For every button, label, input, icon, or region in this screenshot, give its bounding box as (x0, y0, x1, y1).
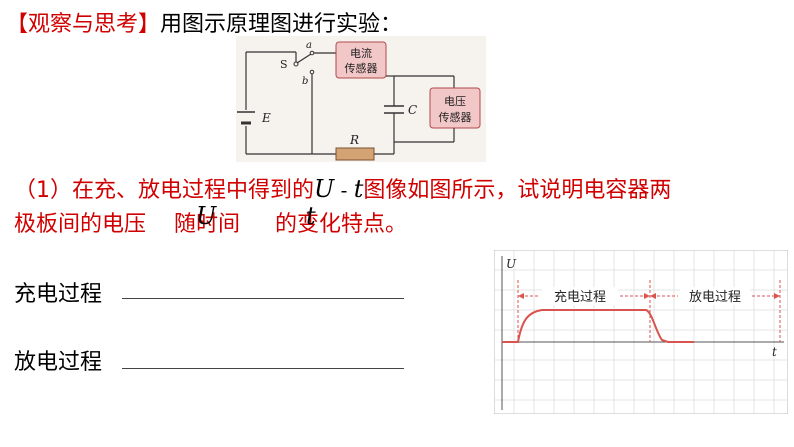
math-U: U (314, 175, 335, 203)
switch-label: S (280, 58, 288, 71)
voltage-sensor-line1: 电压 (444, 95, 466, 108)
current-sensor-line2: 传感器 (345, 62, 378, 75)
overlay-t: t (306, 202, 316, 230)
question-line2-a: 极板间的电压 (14, 212, 147, 237)
circuit-diagram: E S a b 电流 传感器 C 电压 传感器 R (236, 36, 486, 162)
charge-arrow-right (644, 293, 650, 299)
voltage-time-graph: U t 充电过程 放电过程 (494, 250, 788, 414)
discharge-arrow-left (650, 293, 656, 299)
resistor (335, 147, 375, 161)
contact-b-label: b (302, 76, 308, 87)
current-sensor (335, 41, 387, 79)
math-t: t (353, 175, 364, 203)
heading-text: 用图示原理图进行实验： (160, 12, 403, 37)
answer-label-charge: 充电过程 (14, 282, 103, 307)
answer-label-discharge: 放电过程 (14, 350, 103, 375)
question-line2-b: 随时间 (174, 212, 241, 237)
graph-grid (494, 250, 788, 414)
question-line2-c: 的变化特点。 (274, 212, 407, 237)
contact-a-label: a (306, 40, 312, 51)
math-dash: - (334, 178, 354, 202)
answer-blank-discharge[interactable] (122, 368, 404, 369)
graph-y-label: U (506, 257, 517, 271)
capacitor-label: C (408, 103, 417, 117)
switch-blade (296, 53, 312, 64)
question-line-2: 极板间的电压 随时间 的变化特点。 (14, 206, 407, 238)
voltage-curve (502, 309, 694, 343)
discharge-arrow-right (774, 293, 780, 299)
current-sensor-line1: 电流 (350, 46, 372, 60)
heading-tag: 【观察与思考】 (6, 12, 161, 37)
voltage-sensor-line2: 传感器 (439, 111, 472, 124)
overlay-U: U (196, 202, 217, 230)
charge-arrow-left (518, 293, 524, 299)
switch-pivot (293, 61, 299, 67)
graph-frame (494, 250, 788, 414)
graph-discharge-label: 放电过程 (689, 290, 741, 305)
voltage-sensor (429, 87, 481, 129)
graph-x-label: t (772, 345, 777, 359)
source-label: E (261, 111, 271, 125)
resistor-label: R (349, 133, 359, 147)
heading: 【观察与思考】用图示原理图进行实验： (6, 6, 402, 38)
question-line-1: （1）在充、放电过程中得到的U - t图像如图所示，试说明电容器两 (14, 172, 671, 204)
graph-charge-label: 充电过程 (554, 289, 606, 305)
question-part2: 图像如图所示，试说明电容器两 (363, 178, 672, 203)
question-part1: （1）在充、放电过程中得到的 (14, 178, 314, 203)
answer-blank-charge[interactable] (122, 298, 404, 299)
